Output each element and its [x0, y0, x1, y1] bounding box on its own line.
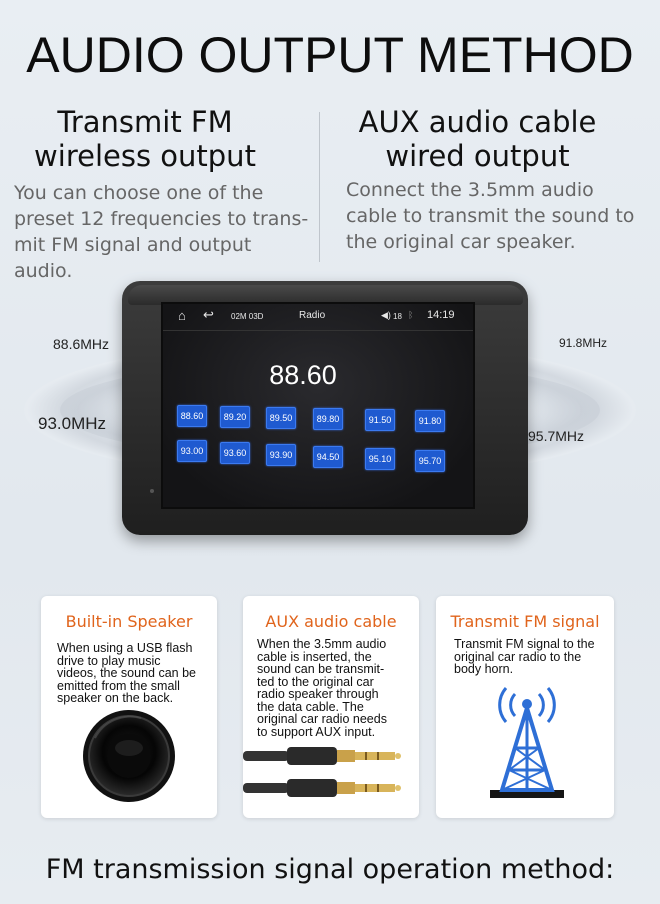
card-line: ted to the original car — [257, 674, 374, 689]
halo-label-91-8: 91.8MHz — [559, 336, 608, 350]
preset-button[interactable]: 95.10 — [365, 448, 395, 470]
radio-tower-icon — [490, 687, 564, 798]
card-description: When using a USB flash drive to play mus… — [57, 642, 196, 705]
aux-cable-icon — [243, 747, 401, 797]
current-frequency: 88.60 — [269, 360, 337, 390]
card-line: When the 3.5mm audio — [257, 637, 387, 651]
card-line: cable is inserted, the — [257, 649, 372, 664]
fm-section-heading: Transmit FM wireless output — [0, 105, 290, 173]
card-line: to support AUX input. — [257, 724, 376, 739]
preset-button[interactable]: 93.60 — [220, 442, 250, 464]
aux-desc-line1: Connect the 3.5mm audio — [346, 179, 594, 201]
status-bar: ⌂ ↩ 02M 03D Radio ◀) 18 ᛒ 14:19 — [163, 304, 473, 331]
preset-button[interactable]: 88.60 — [177, 405, 207, 427]
card-title: AUX audio cable — [265, 612, 397, 631]
aux-heading-line1: AUX audio cable — [358, 105, 597, 139]
device-sunshade — [128, 285, 523, 305]
preset-button[interactable]: 91.80 — [415, 410, 445, 432]
device-screen: ⌂ ↩ 02M 03D Radio ◀) 18 ᛒ 14:19 88.60 88… — [161, 302, 475, 509]
page-title: AUDIO OUTPUT METHOD — [26, 27, 634, 83]
bluetooth-icon: ᛒ — [408, 310, 414, 320]
card-line: emitted from the small — [57, 678, 180, 693]
aux-section-heading: AUX audio cable wired output — [330, 105, 625, 173]
preset-button[interactable]: 89.50 — [266, 407, 296, 429]
column-divider — [319, 112, 320, 262]
aux-desc-line3: the original car speaker. — [346, 231, 576, 253]
preset-button[interactable]: 89.80 — [313, 408, 343, 430]
aux-desc-line2: cable to transmit the sound to — [346, 205, 635, 227]
card-line: Transmit FM signal to the — [454, 637, 595, 651]
aux-heading-line2: wired output — [385, 139, 570, 173]
card-title: Transmit FM signal — [450, 612, 600, 631]
halo-label-95-7: 95.7MHz — [528, 428, 585, 444]
card-aux-audio-cable: AUX audio cable When the 3.5mm audio cab… — [243, 596, 419, 818]
halo-label-93-0: 93.0MHz — [38, 414, 107, 433]
fm-heading-line1: Transmit FM — [57, 105, 233, 139]
fm-desc-line3: mit FM signal and output audio. — [14, 234, 252, 282]
preset-button[interactable]: 94.50 — [313, 446, 343, 468]
home-icon[interactable]: ⌂ — [178, 308, 186, 323]
device-mic-dot — [150, 489, 154, 493]
card-line: When using a USB flash — [57, 641, 193, 655]
fm-heading-line2: wireless output — [34, 139, 256, 173]
halo-label-88-6: 88.6MHz — [53, 336, 110, 352]
preset-button[interactable]: 95.70 — [415, 450, 445, 472]
speaker-icon — [83, 710, 175, 802]
clock: 14:19 — [427, 309, 455, 321]
card-line: original car radio to the — [454, 649, 582, 664]
preset-button[interactable]: 93.90 — [266, 444, 296, 466]
volume-level: 18 — [393, 312, 402, 321]
card-description: Transmit FM signal to the original car r… — [454, 638, 595, 676]
card-line: radio speaker through — [257, 687, 379, 701]
preset-button[interactable]: 91.50 — [365, 409, 395, 431]
preset-button[interactable]: 93.00 — [177, 440, 207, 462]
card-line: sound can be transmit- — [257, 662, 385, 676]
card-line: the data cable. The — [257, 699, 364, 714]
card-line: drive to play music — [57, 653, 161, 668]
card-line: original car radio needs — [257, 712, 387, 726]
card-line: speaker on the back. — [57, 691, 174, 705]
fm-section-description: You can choose one of the preset 12 freq… — [14, 180, 314, 284]
card-line: body horn. — [454, 662, 514, 676]
fm-desc-line2: preset 12 frequencies to trans- — [14, 208, 309, 230]
card-title: Built-in Speaker — [65, 612, 193, 631]
status-title: Radio — [299, 310, 326, 321]
aux-section-description: Connect the 3.5mm audio cable to transmi… — [346, 177, 646, 255]
volume-icon: ◀) — [381, 310, 391, 320]
section-footer-title: FM transmission signal operation method: — [45, 854, 615, 885]
card-description: When the 3.5mm audio cable is inserted, … — [257, 638, 387, 738]
card-line: videos, the sound can be — [57, 666, 196, 680]
card-built-in-speaker: Built-in Speaker When using a USB flash … — [41, 596, 217, 818]
fm-desc-line1: You can choose one of the — [14, 182, 264, 204]
preset-button[interactable]: 89.20 — [220, 406, 250, 428]
back-icon[interactable]: ↩ — [203, 307, 214, 322]
card-transmit-fm-signal: Transmit FM signal Transmit FM signal to… — [436, 596, 614, 818]
status-date: 02M 03D — [231, 312, 264, 321]
